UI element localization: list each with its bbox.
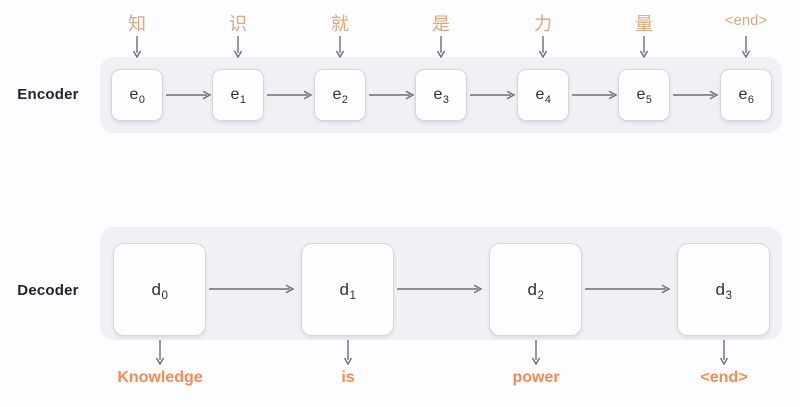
decoder-flow-arrow-2 [585,284,671,294]
encoder-input-token-0: 知 [128,14,146,34]
encoder-row-label: Encoder [17,86,79,103]
encoder-cell-3-base: e [433,86,443,103]
encoder-input-token-3: 是 [432,14,450,34]
encoder-cell-2-base: e [332,86,342,103]
encoder-cell-6-base: e [738,86,748,103]
encoder-cell-0: e0 [111,69,163,121]
decoder-cell-3-sub: 3 [725,289,732,302]
encoder-input-token-5: 量 [635,14,653,34]
decoder-flow-arrow-1 [397,284,483,294]
decoder-output-arrow-0 [155,340,165,365]
decoder-output-token-2: power [512,369,560,386]
decoder-row-label: Decoder [17,282,79,299]
decoder-cell-0-base: d [151,279,162,299]
encoder-input-arrow-4 [538,36,548,58]
decoder-cell-1: d1 [301,243,394,336]
encoder-cell-4: e4 [517,69,569,121]
encoder-cell-6-sub: 6 [747,94,754,106]
encoder-flow-arrow-3 [470,90,516,100]
encoder-input-arrow-5 [639,36,649,58]
decoder-output-arrow-2 [531,340,541,365]
decoder-cell-2-base: d [527,279,538,299]
decoder-cell-3: d3 [677,243,770,336]
encoder-input-token-1: 识 [229,14,247,34]
encoder-flow-arrow-1 [267,90,313,100]
encoder-flow-arrow-0 [166,90,212,100]
decoder-cell-2-sub: 2 [537,289,544,302]
encoder-input-token-2: 就 [331,14,349,34]
encoder-input-arrow-0 [132,36,142,58]
encoder-input-arrow-6 [741,36,751,58]
decoder-cell-0: d0 [113,243,206,336]
encoder-cell-2-sub: 2 [341,94,348,106]
encoder-cell-1-sub: 1 [239,94,246,106]
encoder-cell-4-base: e [535,86,545,103]
encoder-cell-0-sub: 0 [138,94,145,106]
decoder-output-arrow-1 [343,340,353,365]
encoder-cell-3-sub: 3 [442,94,449,106]
encoder-cell-1: e1 [212,69,264,121]
encoder-cell-3: e3 [415,69,467,121]
decoder-output-token-1: is [341,369,355,386]
encoder-cell-6: e6 [720,69,772,121]
decoder-cell-0-sub: 0 [161,289,168,302]
encoder-cell-1-base: e [230,86,240,103]
decoder-panel [100,227,782,340]
encoder-cell-5-base: e [636,86,646,103]
encoder-flow-arrow-2 [369,90,415,100]
encoder-cell-5-sub: 5 [645,94,652,106]
encoder-cell-4-sub: 4 [544,94,551,106]
decoder-cell-2: d2 [489,243,582,336]
decoder-flow-arrow-0 [209,284,295,294]
encoder-flow-arrow-5 [673,90,719,100]
encoder-input-arrow-3 [436,36,446,58]
encoder-cell-0-base: e [129,86,139,103]
encoder-input-token-6: <end> [724,12,768,29]
encoder-input-arrow-2 [335,36,345,58]
decoder-cell-1-base: d [339,279,350,299]
encoder-input-token-4: 力 [534,14,552,34]
decoder-output-arrow-3 [719,340,729,365]
encoder-flow-arrow-4 [572,90,618,100]
decoder-output-token-3: <end> [700,369,748,386]
encoder-cell-5: e5 [618,69,670,121]
decoder-output-token-0: Knowledge [117,369,203,386]
decoder-cell-3-base: d [715,279,726,299]
decoder-cell-1-sub: 1 [349,289,356,302]
encoder-cell-2: e2 [314,69,366,121]
encoder-input-arrow-1 [233,36,243,58]
